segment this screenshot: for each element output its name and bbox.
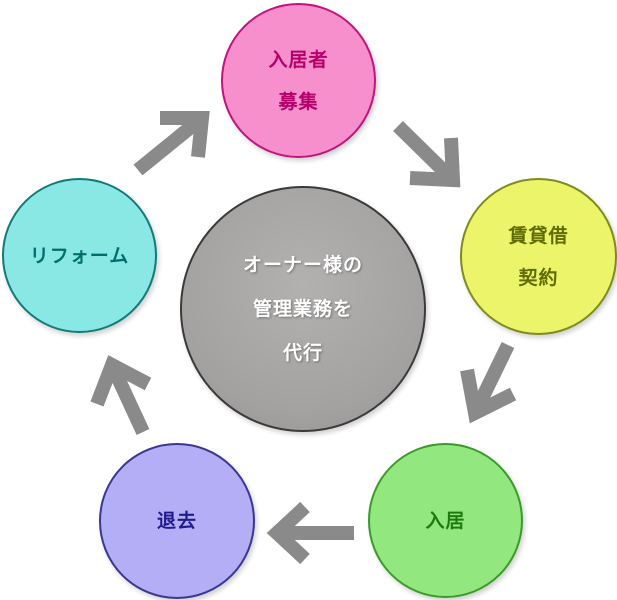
step-lease-contract: 賃貸借 契約 [460, 178, 617, 335]
arrow-head [160, 111, 210, 158]
center-label-line-1: オーナー様の [242, 254, 363, 276]
step-label-line-2: 募集 [278, 90, 319, 113]
step-label-line-1: 入居者 [268, 48, 329, 71]
step-renovation: リフォーム [2, 178, 157, 333]
arrow-boshu-to-keiyaku [393, 121, 461, 188]
arrow-reform-to-boshu [133, 111, 210, 176]
arrow-head [90, 355, 152, 407]
arrow-nyukyo-to-taikyo [266, 501, 354, 565]
arrow-head [409, 137, 461, 188]
center-circle: オーナー様の 管理業務を 代行 [180, 186, 426, 432]
step-label-line-1: 退去 [156, 510, 197, 532]
arrow-shaft [468, 341, 515, 417]
center-label-line-2: 管理業務を [252, 298, 353, 320]
arrow-shaft [133, 112, 207, 176]
step-label-line-2: 契約 [518, 266, 559, 289]
arrow-head [460, 368, 517, 424]
arrow-shaft [393, 121, 458, 185]
step-label-line-1: 入居 [425, 509, 466, 532]
step-label-line-1: 賃貸借 [508, 224, 569, 247]
arrow-keiyaku-to-nyukyo [460, 341, 517, 424]
center-label-line-3: 代行 [282, 342, 323, 364]
step-move-out: 退去 [99, 443, 255, 599]
arrow-shaft [105, 362, 150, 435]
arrow-taikyo-to-reform [90, 355, 152, 435]
step-move-in: 入居 [368, 443, 523, 598]
step-label-line-1: リフォーム [29, 244, 130, 267]
step-tenant-recruitment: 入居者 募集 [221, 3, 376, 158]
arrow-head [266, 501, 310, 565]
